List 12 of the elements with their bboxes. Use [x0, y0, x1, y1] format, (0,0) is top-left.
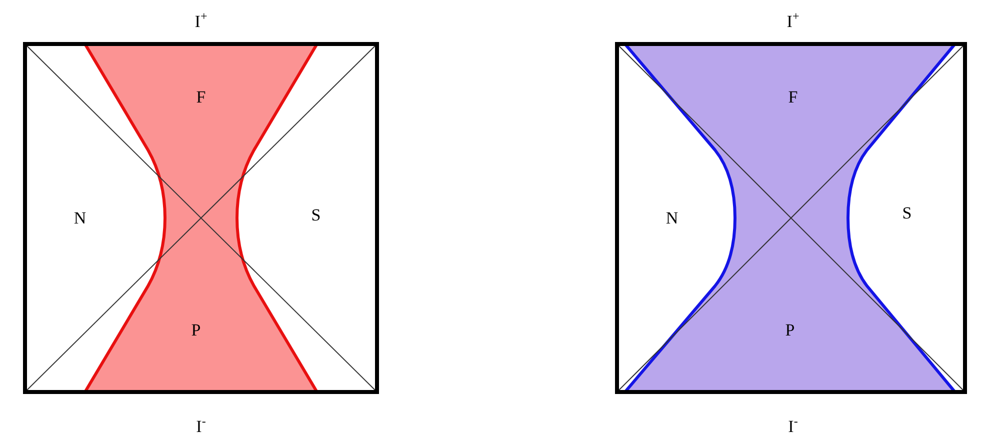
region-label: N [74, 210, 86, 226]
infinity-label: I$^{-}$ [788, 415, 798, 435]
infinity-label: I$^{+}$ [786, 10, 800, 30]
region-label: S [902, 204, 912, 222]
region-label: P [785, 322, 795, 338]
region-label: F [196, 88, 206, 106]
infinity-label: I$^{-}$ [196, 415, 206, 435]
region-label: F [788, 88, 798, 106]
infinity-label: I$^{+}$ [194, 10, 208, 30]
region-label: P [191, 322, 201, 338]
region-label: S [311, 206, 321, 224]
region-label: N [666, 210, 678, 226]
